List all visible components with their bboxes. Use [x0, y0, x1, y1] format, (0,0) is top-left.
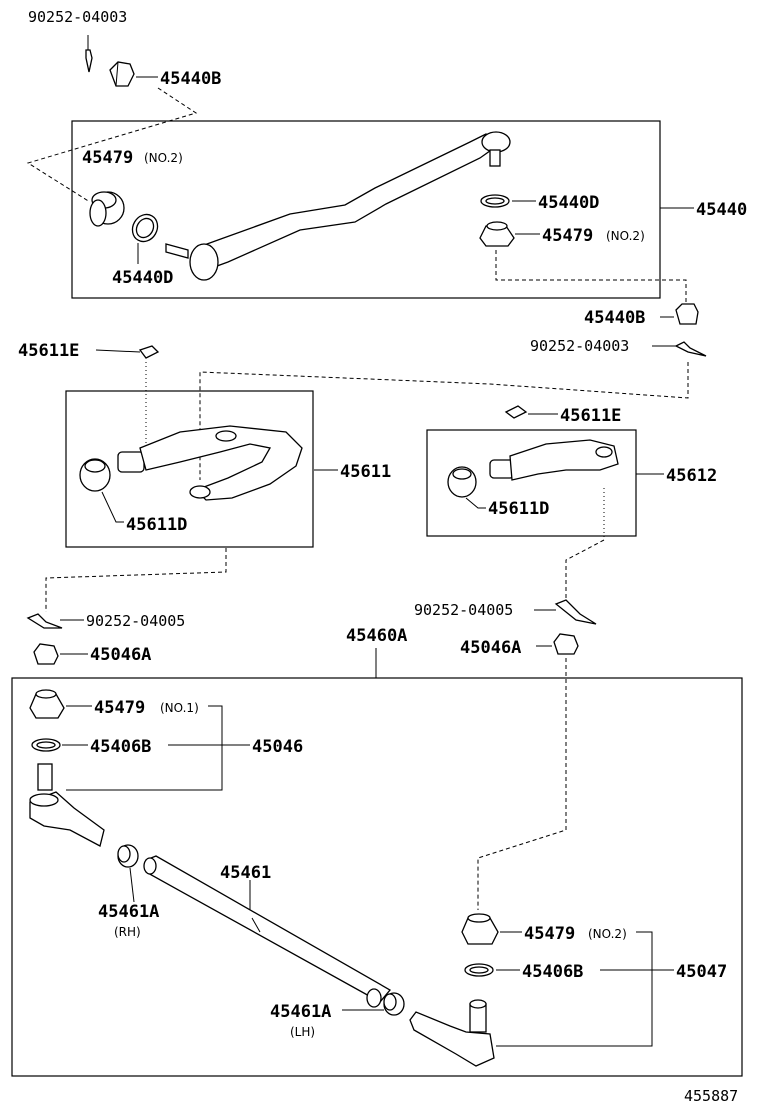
label-arm-right-clip: 45611E [560, 406, 621, 426]
upper-assembly-box [71, 120, 661, 299]
figure-number: 455887 [684, 1087, 738, 1105]
lower-nut-left [33, 643, 59, 665]
arm-left-clip [138, 345, 160, 359]
right-cotter-pin [674, 341, 707, 357]
clamp-lh [383, 992, 405, 1016]
lower-boot-right [461, 913, 499, 945]
label-top-nut: 45440B [160, 69, 221, 89]
upper-boot-left [89, 191, 125, 227]
label-clamp-lh-note: (LH) [290, 1025, 315, 1039]
label-upper-boot-left: 45479 [82, 148, 133, 168]
adjusting-tube [143, 855, 391, 1008]
lower-ring-left [31, 738, 61, 752]
lower-assembly-box [11, 677, 743, 1077]
label-upper-boot-left-note: (NO.2) [144, 151, 183, 165]
label-lower-end-right: 45047 [676, 962, 727, 982]
upper-boot-right [479, 221, 515, 247]
label-lower-boot-right: 45479 [524, 924, 575, 944]
pitman-arm-right [447, 439, 619, 498]
label-lower-assy: 45460A [346, 626, 407, 646]
tie-rod-end-right [409, 999, 495, 1067]
clamp-rh [117, 844, 139, 868]
arm-right-box [426, 429, 637, 537]
label-upper-ring-left: 45440D [112, 268, 173, 288]
label-arm-left-clip: 45611E [18, 341, 79, 361]
label-arm-left: 45611 [340, 462, 391, 482]
label-top-pin: 90252-04003 [28, 8, 127, 26]
label-clamp-rh-note: (RH) [114, 925, 141, 939]
label-lower-nut-right: 45046A [460, 638, 521, 658]
lower-boot-left [29, 689, 65, 719]
label-upper-boot-right-note: (NO.2) [606, 229, 645, 243]
label-lower-end-left: 45046 [252, 737, 303, 757]
lower-nut-right [553, 633, 579, 655]
lower-ring-right [464, 963, 494, 977]
label-arm-left-nut: 45611D [126, 515, 187, 535]
top-castle-nut [109, 61, 135, 87]
label-arm-right: 45612 [666, 466, 717, 486]
label-lower-pin-right: 90252-04005 [414, 601, 513, 619]
label-upper-boot-right: 45479 [542, 226, 593, 246]
top-cotter-pin [85, 35, 93, 73]
label-lower-boot-left: 45479 [94, 698, 145, 718]
label-arm-right-nut: 45611D [488, 499, 549, 519]
right-castle-nut [675, 303, 699, 325]
arm-left-box [65, 390, 314, 548]
drag-link-rod [165, 131, 511, 281]
label-tube: 45461 [220, 863, 271, 883]
label-clamp-rh: 45461A [98, 902, 159, 922]
label-upper-assy: 45440 [696, 200, 747, 220]
lower-pin-left [26, 613, 63, 629]
lower-pin-right [554, 599, 597, 625]
label-lower-pin-left: 90252-04005 [86, 612, 185, 630]
label-upper-ring-right: 45440D [538, 193, 599, 213]
pitman-arm-left [79, 425, 303, 501]
tie-rod-end-left [29, 763, 105, 847]
label-lower-boot-right-note: (NO.2) [588, 927, 627, 941]
label-lower-ring-left: 45406B [90, 737, 151, 757]
upper-ring-left [131, 213, 159, 243]
label-clamp-lh: 45461A [270, 1002, 331, 1022]
label-right-nut: 45440B [584, 308, 645, 328]
label-lower-boot-left-note: (NO.1) [160, 701, 199, 715]
label-lower-nut-left: 45046A [90, 645, 151, 665]
arm-right-clip [504, 405, 528, 419]
label-lower-ring-right: 45406B [522, 962, 583, 982]
upper-ring-right [480, 194, 510, 208]
label-right-pin: 90252-04003 [530, 337, 629, 355]
